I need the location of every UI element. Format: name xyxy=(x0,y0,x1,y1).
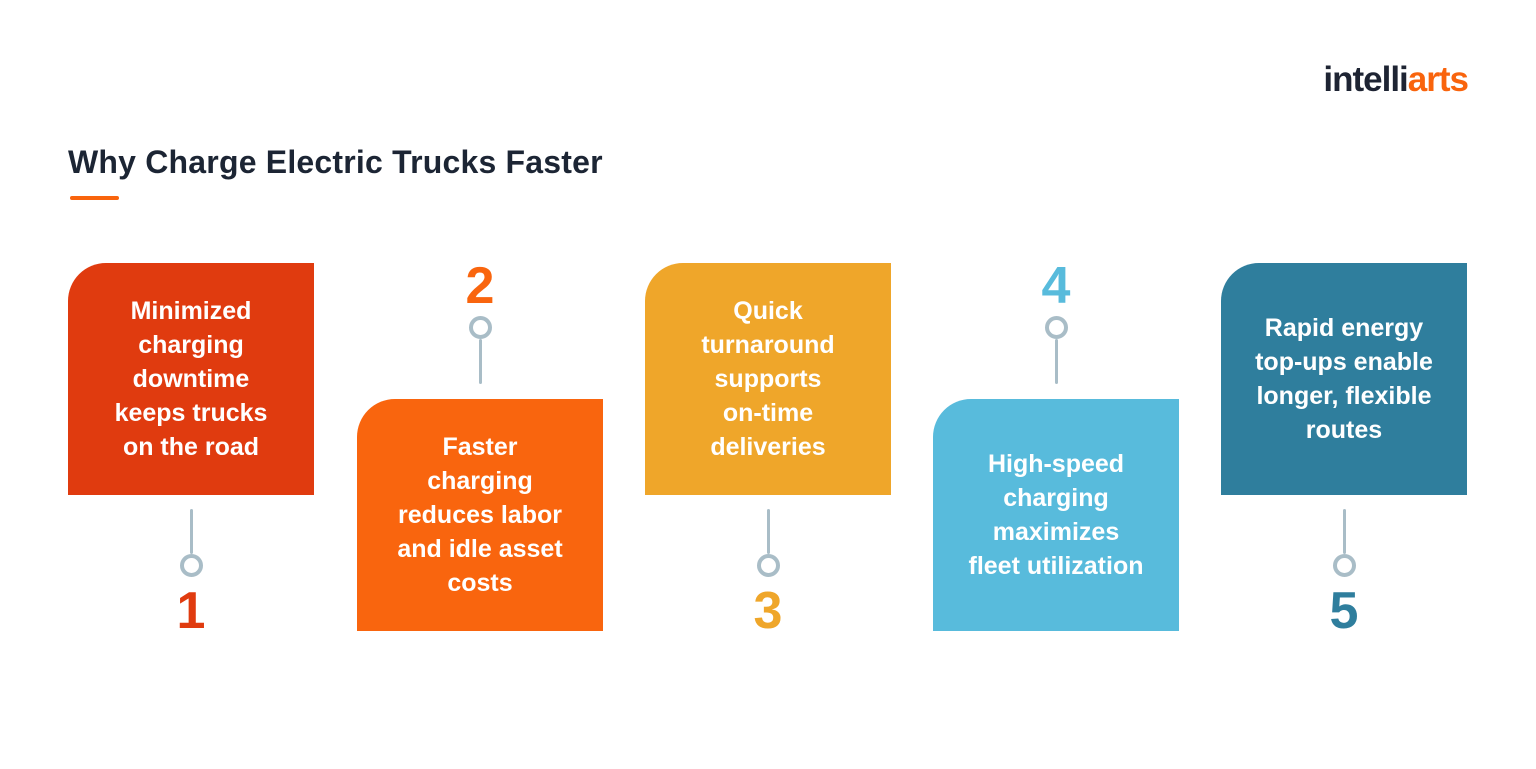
brand-logo: intelliarts xyxy=(1323,60,1469,100)
step-1-text: Minimized charging downtime keeps trucks… xyxy=(114,297,268,461)
step-2-connector-circle xyxy=(468,316,492,339)
step-2: 2 Faster charging reduces labor and idle… xyxy=(357,258,603,631)
step-4-connector-line xyxy=(1054,339,1058,384)
step-1-connector-line xyxy=(189,509,193,554)
step-5-connector-circle xyxy=(1332,554,1356,577)
step-3-connector-line xyxy=(766,509,770,554)
step-4-connector-circle xyxy=(1044,316,1068,339)
step-3: Quick turnaround supports on-time delive… xyxy=(645,263,891,639)
step-5-card: Rapid energy top-ups enable longer, flex… xyxy=(1221,263,1467,495)
step-2-connector-line xyxy=(478,339,482,384)
page-title: Why Charge Electric Trucks Faster xyxy=(68,144,603,180)
step-4-card: High-speed charging maximizes fleet util… xyxy=(933,399,1179,631)
brand-logo-intelli: intelli xyxy=(1323,60,1408,99)
step-3-connector-circle xyxy=(756,554,780,577)
step-1-number: 1 xyxy=(176,582,206,640)
step-2-text: Faster charging reduces labor and idle a… xyxy=(397,433,563,597)
title-accent-underline xyxy=(70,196,119,200)
step-3-number: 3 xyxy=(753,582,783,640)
step-5-connector-line xyxy=(1342,509,1346,554)
step-1: Minimized charging downtime keeps trucks… xyxy=(68,263,314,639)
step-5-number: 5 xyxy=(1329,582,1359,640)
step-3-card: Quick turnaround supports on-time delive… xyxy=(645,263,891,495)
step-2-card: Faster charging reduces labor and idle a… xyxy=(357,399,603,631)
step-5-text: Rapid energy top-ups enable longer, flex… xyxy=(1255,314,1433,444)
step-4: 4 High-speed charging maximizes fleet ut… xyxy=(933,258,1179,631)
step-4-text: High-speed charging maximizes fleet util… xyxy=(968,450,1144,580)
brand-logo-arts: arts xyxy=(1407,60,1469,99)
step-3-text: Quick turnaround supports on-time delive… xyxy=(701,297,835,461)
step-1-connector-circle xyxy=(179,554,203,577)
step-1-card: Minimized charging downtime keeps trucks… xyxy=(68,263,314,495)
step-4-number: 4 xyxy=(1041,257,1071,315)
step-2-number: 2 xyxy=(465,257,495,315)
step-5: Rapid energy top-ups enable longer, flex… xyxy=(1221,263,1467,639)
